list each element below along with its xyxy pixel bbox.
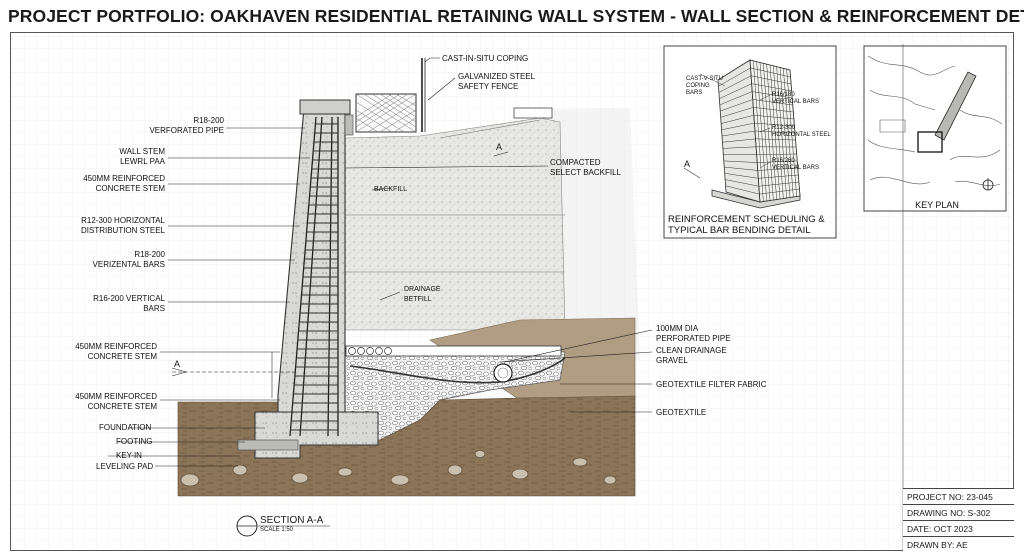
drawing-title: PROJECT PORTFOLIO: OAKHAVEN RESIDENTIAL … bbox=[8, 6, 1024, 26]
detail-caption: REINFORCEMENT SCHEDULING & TYPICAL BAR B… bbox=[668, 214, 825, 236]
label-concrete-stem-2: 450mm REINFORCED CONCRETE STEM bbox=[75, 342, 157, 361]
key-plan-caption: KEY PLAN bbox=[915, 200, 959, 210]
label-compacted-backfill: COMPACTED SELECT BACKFILL bbox=[550, 158, 621, 177]
title-block-date: DATE: OCT 2023 bbox=[903, 520, 1014, 536]
label-verforated-pipe: R18-200 VERFORATED PIPE bbox=[149, 116, 224, 135]
detail-section-marker: A bbox=[684, 159, 691, 169]
label-filter-fabric: GEOTEXTILE FILTER FABRIC bbox=[656, 380, 767, 389]
label-key-in: KEY-IN bbox=[116, 451, 142, 460]
label-coping: CAST-IN-SITU COPING bbox=[442, 54, 529, 63]
section-marker-right: A bbox=[496, 142, 503, 152]
section-scale: SCALE 1:50 bbox=[260, 527, 294, 533]
drawing-frame bbox=[10, 32, 1014, 551]
label-perforated-pipe: 100mm DIA PERFORATED PIPE bbox=[656, 324, 731, 343]
label-wall-stem: WALL STEM LEWRL PAA bbox=[119, 147, 165, 166]
label-footing: FOOTING bbox=[116, 437, 153, 446]
detail-label-vertical-bars-2: R16/260 VERTICAL BARS bbox=[772, 158, 820, 171]
detail-label-vertical-bars: R16/180 VERTICAL BARS bbox=[772, 92, 820, 105]
detail-label-coping-bars: CAST-V-SITU COPING BARS bbox=[686, 76, 724, 96]
label-concrete-stem-1: 450mm REINFORCED CONCRETE STEM bbox=[83, 174, 165, 193]
title-block-drawing-no: DRAWING NO: S-302 bbox=[903, 504, 1014, 520]
label-geotextile: GEOTEXTILE bbox=[656, 408, 707, 417]
title-block-project-no: PROJECT NO: 23-045 bbox=[903, 488, 1014, 504]
label-drainage-gravel: CLEAN DRAINAGE GRAVEL bbox=[656, 346, 727, 365]
label-fence: GALVANIZED STEEL SAFETY FENCE bbox=[458, 72, 536, 91]
label-leveling-pad: LEVELING PAD bbox=[96, 462, 154, 471]
label-backfill-inner: BACKFILL bbox=[374, 186, 408, 193]
section-marker-left: A bbox=[174, 359, 181, 369]
label-vertical-bars: R16-200 VERTICAL BARS bbox=[93, 294, 165, 313]
label-verizontal-bars: R18-200 VERIZENTAL BARS bbox=[92, 250, 165, 269]
label-drainage-betfill: DRAINAGE BETFILL bbox=[404, 286, 441, 303]
label-foundation: FOUNDATION bbox=[99, 423, 152, 432]
detail-label-horizontal-steel: R12-300 HORIZONTAL STEEL bbox=[772, 125, 831, 138]
label-horizontal-steel: R12-300 HORIZONTAL DISTRIBUTION STEEL bbox=[80, 216, 165, 235]
section-title: SECTION A-A bbox=[260, 515, 324, 526]
title-block-drawn-by: DRAWN BY: AE bbox=[903, 536, 1014, 552]
label-concrete-stem-3: 450mm REINFORCED CONCRETE STEM bbox=[75, 392, 157, 411]
